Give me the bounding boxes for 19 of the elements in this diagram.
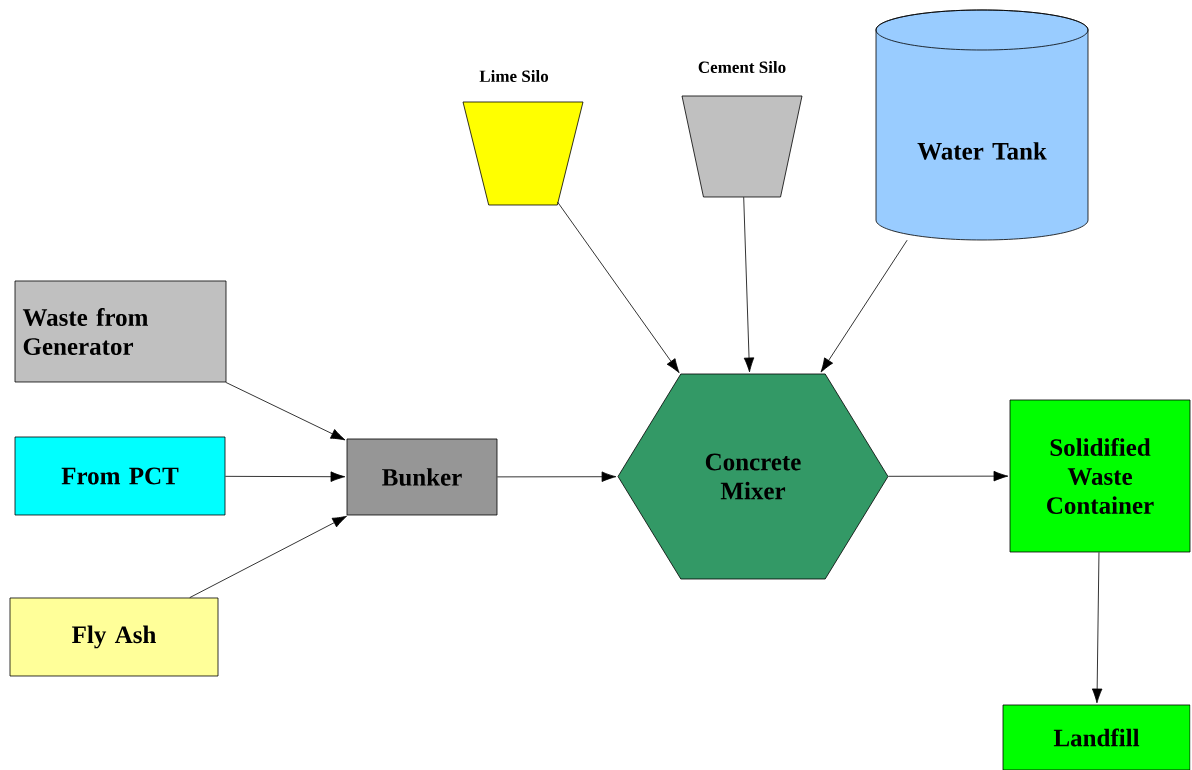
- arrow: [820, 239, 908, 373]
- silo-label: Lime Silo: [479, 70, 549, 82]
- water-tank: Water Tank: [875, 9, 1089, 241]
- arrow: [189, 515, 347, 598]
- arrow: [225, 382, 346, 441]
- process-box: From PCT: [14, 436, 226, 516]
- process-box: Landfill: [1002, 704, 1191, 770]
- process-box: Solidified Waste Container: [1009, 399, 1191, 553]
- silo-label: Cement Silo: [698, 61, 786, 73]
- process-box: Waste from Generator: [14, 280, 227, 383]
- arrow: [225, 471, 346, 482]
- process-box: Bunker: [346, 438, 498, 516]
- arrow: [497, 471, 617, 482]
- mixer-hexagon: Concrete Mixer: [617, 373, 889, 580]
- arrow: [1091, 552, 1103, 704]
- arrow: [743, 196, 755, 373]
- arrow: [888, 470, 1009, 482]
- arrow: [557, 201, 680, 374]
- process-box: Fly Ash: [9, 597, 219, 677]
